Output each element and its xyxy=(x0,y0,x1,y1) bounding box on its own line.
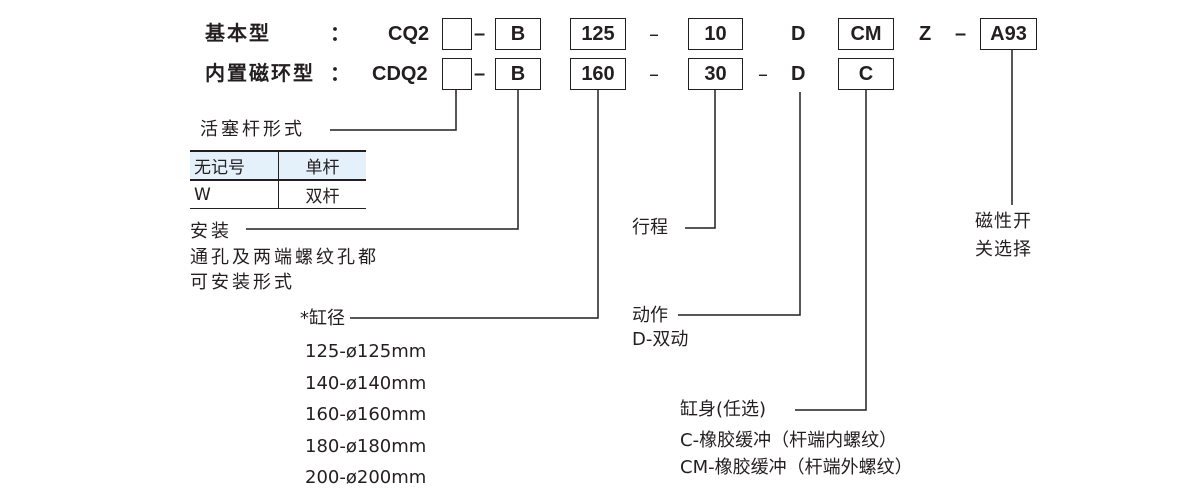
magnet-action-code: D xyxy=(791,63,806,85)
dash: – xyxy=(758,62,768,86)
body-option: CM-橡胶缓冲（杆端外螺纹） xyxy=(680,457,913,478)
bore-option: 200-ø200mm xyxy=(305,467,427,488)
magnet-body-box: C xyxy=(838,58,894,90)
bore-option: 160-ø160mm xyxy=(305,404,427,425)
dash: – xyxy=(474,63,486,85)
table-cell: W xyxy=(190,180,279,209)
basic-prefix: CQ2 xyxy=(388,23,430,45)
colon: ： xyxy=(330,63,350,85)
magnet-rod-box xyxy=(442,58,472,90)
body-title: 缸身(任选) xyxy=(680,399,767,420)
rod-type-title: 活塞杆形式 xyxy=(200,119,305,140)
switch-title: 关选择 xyxy=(975,239,1032,260)
magnet-bore-box: 160 xyxy=(570,58,626,90)
basic-z-code: Z xyxy=(919,23,932,45)
mounting-desc: 可安装形式 xyxy=(190,272,295,293)
body-option: C-橡胶缓冲（杆端内螺纹） xyxy=(680,430,898,451)
table-cell: 无记号 xyxy=(190,150,279,181)
action-desc: D-双动 xyxy=(632,329,689,350)
bore-option: 140-ø140mm xyxy=(305,373,427,394)
basic-stroke-box: 10 xyxy=(688,18,743,50)
bore-option: 125-ø125mm xyxy=(305,341,427,362)
table-row: 无记号 单杆 xyxy=(190,150,366,181)
mounting-title: 安装 xyxy=(190,221,232,242)
rod-type-table: 无记号 单杆 W 双杆 xyxy=(190,150,366,209)
magnet-mount-box: B xyxy=(495,58,541,90)
dash: – xyxy=(649,22,659,46)
magnet-type-label: 内置磁环型 xyxy=(205,63,315,85)
mounting-desc: 通孔及两端螺纹孔都 xyxy=(190,247,379,268)
basic-bore-box: 125 xyxy=(570,18,626,50)
basic-type-label: 基本型 xyxy=(205,23,271,45)
magnet-stroke-box: 30 xyxy=(688,58,743,90)
dash: – xyxy=(474,23,486,45)
basic-action-code: D xyxy=(791,23,806,45)
bore-title: *缸径 xyxy=(300,308,345,329)
bore-option: 180-ø180mm xyxy=(305,436,427,457)
basic-switch-box: A93 xyxy=(980,18,1037,50)
stroke-title: 行程 xyxy=(632,217,668,238)
table-row: W 双杆 xyxy=(190,180,366,209)
basic-rod-box xyxy=(442,18,472,50)
dash: – xyxy=(649,62,659,86)
table-cell: 单杆 xyxy=(278,150,366,181)
basic-mount-box: B xyxy=(495,18,541,50)
dash: – xyxy=(955,23,967,45)
action-title: 动作 xyxy=(632,305,668,326)
colon: ： xyxy=(330,23,350,45)
magnet-prefix: CDQ2 xyxy=(372,63,428,85)
switch-title: 磁性开 xyxy=(975,211,1032,232)
basic-body-box: CM xyxy=(838,18,894,50)
table-cell: 双杆 xyxy=(278,180,366,209)
